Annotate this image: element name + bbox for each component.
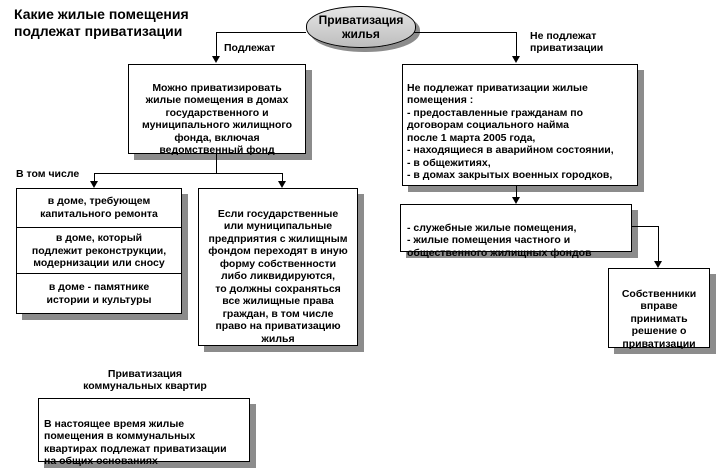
including-item: в доме, требующем капитального ремонта [40, 195, 158, 220]
enterprise-box: Если государственные или муниципальные п… [198, 188, 358, 346]
left-main-text: Можно приватизировать жилые помещения в … [141, 81, 293, 157]
including-item: в доме, который подлежит реконструкции, … [31, 232, 167, 269]
branch-left-label: Подлежат [224, 42, 276, 54]
root-connector-right [414, 32, 516, 33]
communal-label: Приватизация коммунальных квартир [83, 368, 207, 392]
connector-right-down [516, 32, 517, 56]
connector-right-main-down [516, 186, 517, 198]
right-main-text: Не подлежат приватизации жилые помещения… [407, 81, 614, 182]
arrow-right-sub [512, 197, 520, 204]
including-item: в доме - памятнике истории и культуры [46, 281, 152, 306]
right-sub-box: - служебные жилые помещения, - жилые пом… [400, 204, 632, 259]
including-box: в доме, требующем капитального ремонта в… [16, 188, 182, 314]
arrow-including [90, 181, 98, 188]
owners-box: Собственники вправе принимать решение о … [608, 268, 710, 350]
connector-to-including [94, 173, 95, 182]
including-divider [17, 273, 181, 274]
including-divider [17, 227, 181, 228]
arrow-enterprise [278, 181, 286, 188]
diagram-title: Какие жилые помещения подлежат приватиза… [14, 6, 189, 39]
communal-text: В настоящее время жилые помещения в комм… [44, 417, 227, 468]
arrow-right-main [512, 56, 520, 63]
connector-to-enterprise [282, 173, 283, 182]
root-connector-left [216, 32, 306, 33]
branch-right-label: Не подлежат приватизации [530, 30, 604, 54]
connector-left-down [216, 32, 217, 56]
connector-sub-to-owners-v [658, 226, 659, 262]
owners-text: Собственники вправе принимать решение о … [621, 287, 697, 350]
right-sub-text: - служебные жилые помещения, - жилые пом… [407, 221, 592, 259]
connector-children-bar [94, 173, 282, 174]
connector-left-main-down [216, 154, 217, 173]
root-node: Приватизация жилья [306, 6, 416, 48]
arrow-left-main [212, 56, 220, 63]
arrow-owners [654, 261, 662, 268]
root-node-label: Приватизация жилья [318, 13, 404, 41]
left-main-box: Можно приватизировать жилые помещения в … [128, 64, 306, 157]
connector-sub-to-owners-h [632, 226, 658, 227]
right-main-box: Не подлежат приватизации жилые помещения… [402, 64, 638, 186]
including-label: В том числе [16, 168, 80, 180]
enterprise-text: Если государственные или муниципальные п… [208, 207, 348, 345]
communal-box: В настоящее время жилые помещения в комм… [38, 398, 250, 467]
